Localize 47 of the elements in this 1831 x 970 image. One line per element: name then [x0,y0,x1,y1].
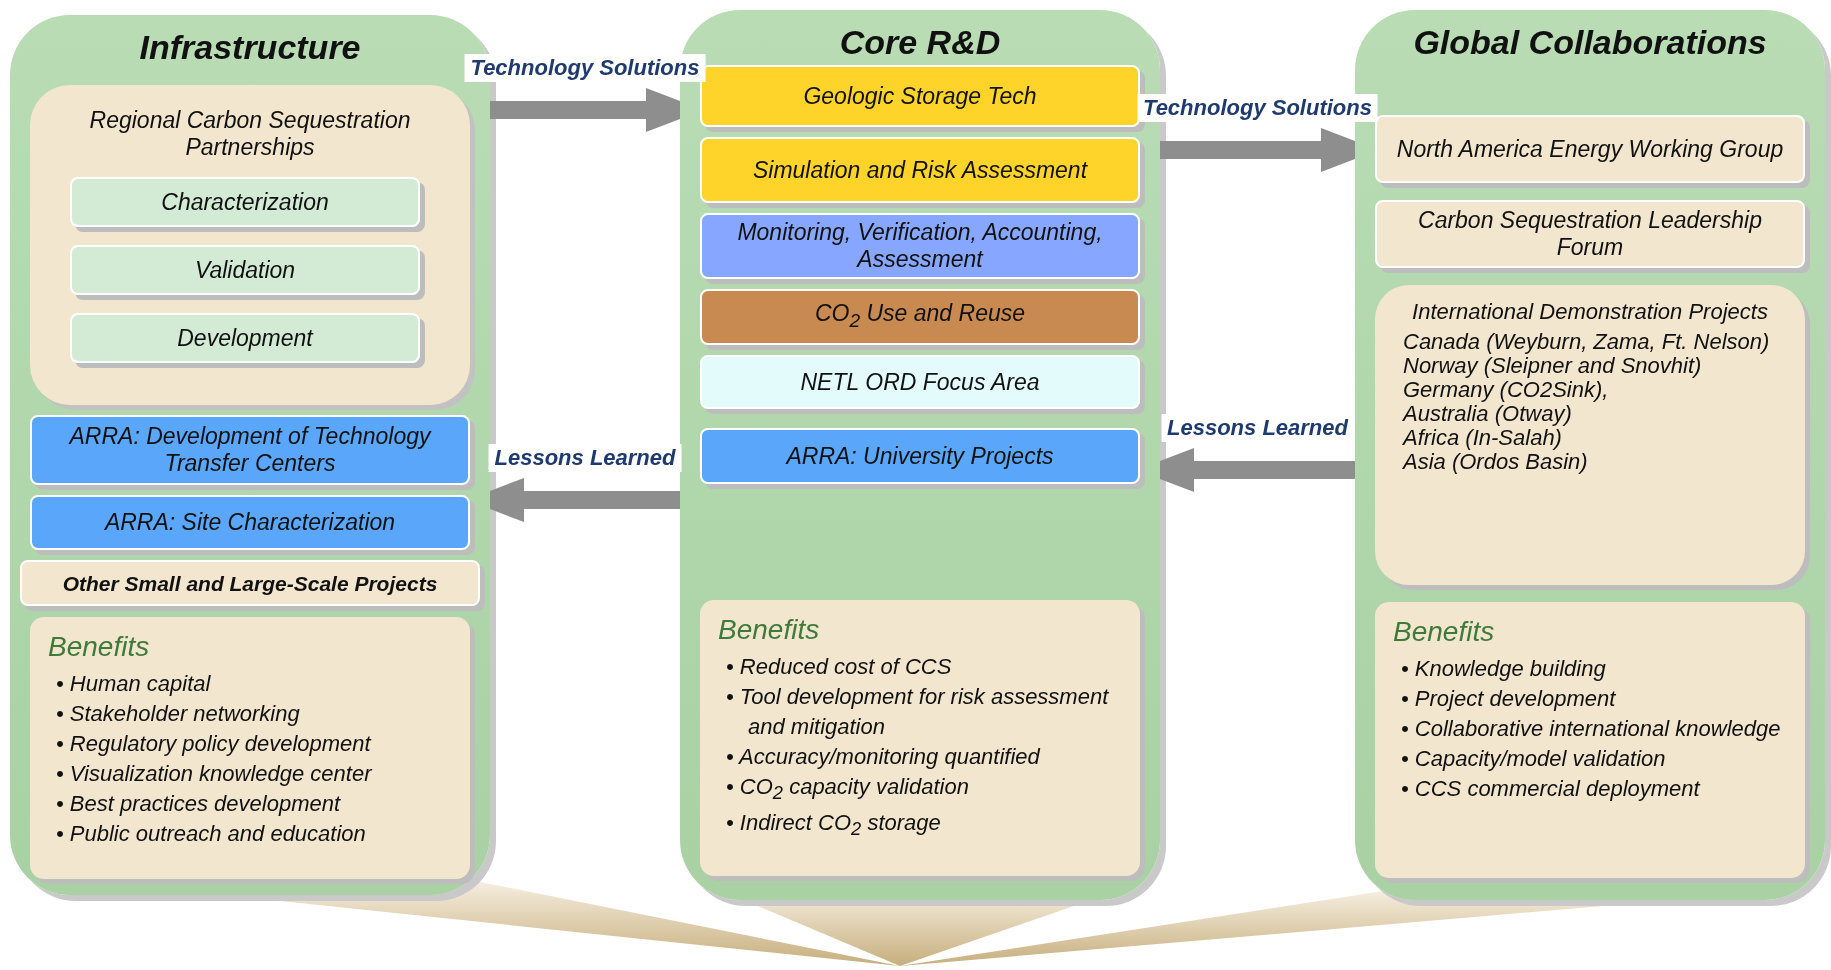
panel-title: Infrastructure [138,29,362,65]
benefit-item: • Accuracy/monitoring quantified [726,743,1042,771]
box-label: ARRA: University Projects [786,442,1054,470]
project-item: Africa (In-Salah) [1403,426,1562,450]
benefit-item: • Visualization knowledge center [56,760,374,788]
edge-label: Technology Solutions [1137,94,1378,122]
benefit-item: • CCS commercial deployment [1401,775,1702,803]
benefit-item: • Tool development for risk assessment and mitigation [726,683,1110,741]
benefit-item: • Knowledge building [1401,655,1607,683]
benefit-item: • Public outreach and education [56,820,367,848]
project-item: Australia (Otway) [1403,402,1572,426]
box-label: Monitoring, Verification, Accounting, Assessment [736,219,1104,273]
box-label: Geologic Storage Tech [803,82,1037,110]
benefit-item: • Collaborative international knowledge [1401,715,1782,743]
box-label: CO$_{2}$ Use and Reuse [814,300,1026,333]
benefit-item: • Best practices development [56,790,342,818]
box-label: Validation [194,256,296,284]
project-item: Germany (CO2Sink), [1403,378,1610,402]
box-label: Characterization [161,188,329,216]
project-item: Asia (Ordos Basin) [1403,450,1589,474]
project-item: Canada (Weyburn, Zama, Ft. Nelson) [1403,330,1771,354]
box-label: ARRA: Development of Technology Transfer Centers [67,423,433,477]
benefit-item: • Regulatory policy development [56,730,373,758]
card-heading: International Demonstration Projects [1411,299,1769,324]
benefit-item: • Stakeholder networking [56,700,301,728]
box-label: Carbon Sequestration Leadership Forum [1417,207,1763,261]
box-label: Other Small and Large-Scale Projects [62,570,438,597]
benefit-item: • Project development [1401,685,1617,713]
edge-label: Lessons Learned [488,444,682,472]
box-label: North America Energy Working Group [1396,135,1784,163]
edge-label: Technology Solutions [464,54,706,82]
project-item: Norway (Sleipner and Snovhit) [1403,354,1702,378]
benefit-item: • CO$_{2}$ capacity validation [726,773,970,806]
box-label: Simulation and Risk Assessment [752,156,1088,184]
benefits-heading: Benefits [1393,616,1496,648]
panel-title: Global Collaborations [1412,24,1768,60]
benefit-item: • Indirect CO$_{2}$ storage [726,809,942,842]
box-label: ARRA: Site Characterization [104,509,396,536]
benefit-item: • Capacity/model validation [1401,745,1667,773]
box-label: Development [177,324,313,352]
benefits-heading: Benefits [48,631,151,663]
box-label: NETL ORD Focus Area [800,368,1040,396]
benefit-item: • Human capital [56,670,212,698]
group-title: Regional Carbon Sequestration Partnerships [88,107,412,161]
panel-title: Core R&D [838,24,1002,60]
benefit-item: • Reduced cost of CCS [726,653,953,681]
benefits-heading: Benefits [718,614,821,646]
